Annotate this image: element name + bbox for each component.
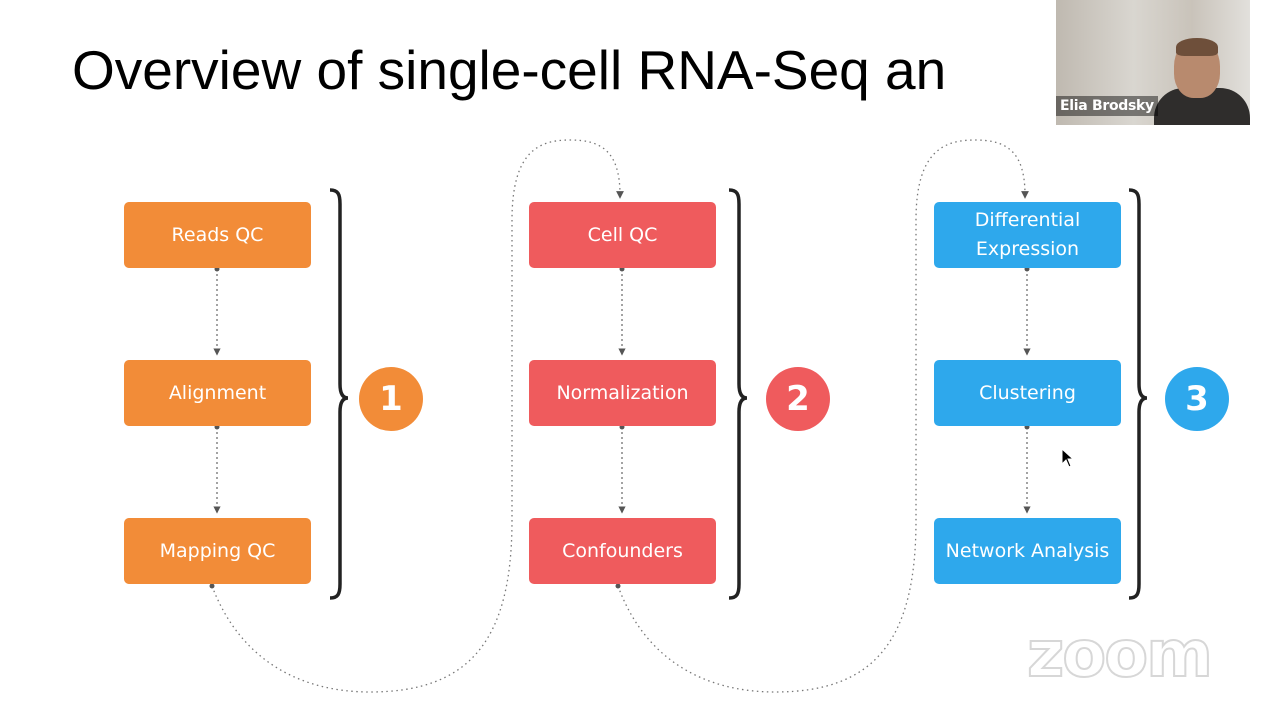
step-box-alignment: Alignment [124, 360, 311, 426]
brace-stage-2 [728, 188, 748, 600]
step-box-network-analysis: Network Analysis [934, 518, 1121, 584]
step-box-normalization: Normalization [529, 360, 716, 426]
step-label: Differential Expression [974, 209, 1081, 260]
zoom-watermark: zoom [1026, 617, 1214, 693]
stage-number: 1 [379, 379, 403, 419]
step-label: Cell QC [587, 223, 658, 246]
step-box-cell-qc: Cell QC [529, 202, 716, 268]
step-label: Confounders [562, 539, 683, 562]
participant-name-tag: Elia Brodsky [1056, 96, 1158, 116]
step-label: Mapping QC [159, 539, 276, 562]
step-label: Clustering [979, 381, 1076, 404]
step-box-clustering: Clustering [934, 360, 1121, 426]
participant-hair [1176, 38, 1218, 56]
step-label: Normalization [556, 381, 689, 404]
brace-stage-3 [1128, 188, 1148, 600]
step-box-confounders: Confounders [529, 518, 716, 584]
stage-number-badge-1: 1 [359, 367, 423, 431]
stage-number: 3 [1185, 379, 1209, 419]
step-box-mapping-qc: Mapping QC [124, 518, 311, 584]
step-label: Alignment [168, 381, 267, 404]
brace-stage-1 [329, 188, 349, 600]
step-label: Network Analysis [945, 539, 1110, 562]
stage-number: 2 [786, 379, 810, 419]
stage-number-badge-2: 2 [766, 367, 830, 431]
stage-number-badge-3: 3 [1165, 367, 1229, 431]
step-label: Reads QC [171, 223, 264, 246]
loop-stage-1-to-stage-2 [211, 139, 624, 693]
slide-title: Overview of single-cell RNA-Seq an [72, 39, 947, 101]
step-box-reads-qc: Reads QC [124, 202, 311, 268]
arrow-cursor-icon [1061, 448, 1075, 468]
participant-video-tile[interactable]: Elia Brodsky [1056, 0, 1250, 125]
step-box-differential-expression: Differential Expression [934, 202, 1121, 268]
